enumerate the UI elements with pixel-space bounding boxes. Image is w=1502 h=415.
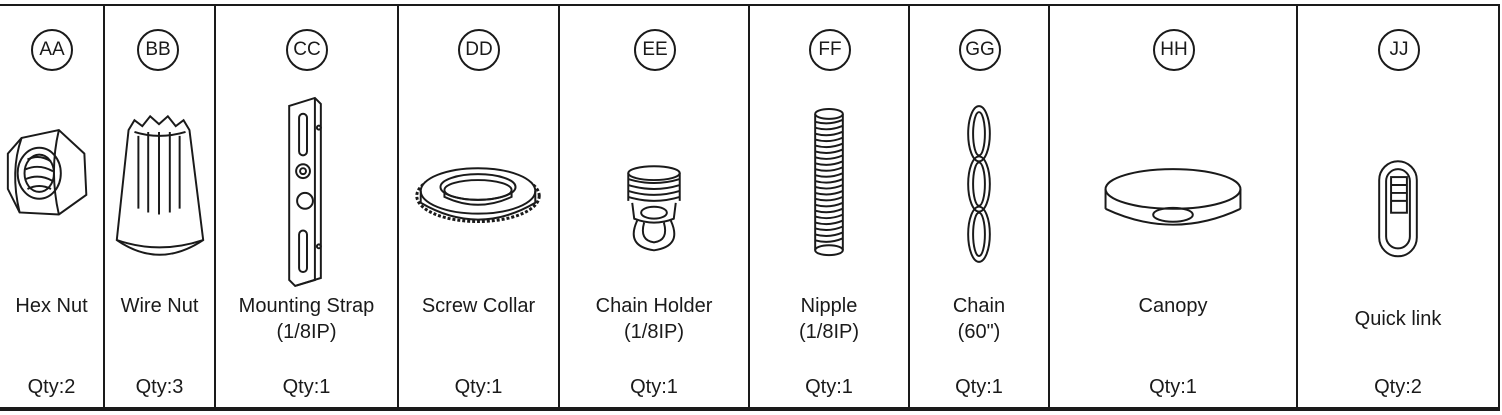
part-spec: (1/8IP)	[623, 321, 685, 343]
part-code-badge: BB	[137, 29, 179, 71]
part-name: Chain	[952, 295, 1006, 317]
part-code-badge: GG	[959, 29, 1001, 71]
part-name: Wire Nut	[120, 295, 199, 317]
hex-nut-icon	[0, 91, 103, 281]
part-name: Mounting Strap	[238, 295, 375, 317]
part-cell-dd: DD Screw Collar Qty:1	[399, 6, 560, 407]
part-name: Hex Nut	[15, 295, 88, 317]
table-bottom-rule	[0, 409, 1500, 411]
part-cell-ee: EE Chain Holder (1/8IP) Qty:1	[560, 6, 750, 407]
part-cell-gg: GG Chain (60") Qty:1	[910, 6, 1050, 407]
part-quantity: Qty:1	[630, 376, 678, 398]
canopy-icon	[1050, 91, 1296, 281]
part-quantity: Qty:1	[282, 376, 331, 398]
part-name: Quick link	[1354, 308, 1442, 330]
part-quantity: Qty:2	[27, 376, 76, 398]
chain-holder-icon	[560, 91, 748, 281]
part-cell-bb: BB Wire Nut Qty:3	[105, 6, 216, 407]
quick-link-icon	[1298, 91, 1498, 281]
part-name: Screw Collar	[421, 295, 536, 317]
part-cell-hh: HH Canopy Qty:1	[1050, 6, 1298, 407]
part-code-badge: HH	[1153, 29, 1195, 71]
part-spec: (1/8IP)	[276, 321, 337, 343]
part-name: Nipple	[800, 295, 858, 317]
part-cell-aa: AA Hex Nut Qty:2	[0, 6, 105, 407]
part-code-badge: JJ	[1378, 29, 1420, 71]
part-cell-jj: JJ Quick link Qty:2	[1298, 6, 1500, 407]
mounting-strap-icon	[216, 91, 397, 288]
part-code-badge: EE	[634, 29, 676, 71]
part-quantity: Qty:1	[454, 376, 503, 398]
part-spec: (1/8IP)	[798, 321, 860, 343]
screw-collar-icon	[399, 91, 558, 281]
part-spec: (60")	[957, 321, 1001, 343]
wire-nut-icon	[105, 91, 214, 281]
part-quantity: Qty:2	[1374, 376, 1422, 398]
nipple-icon	[750, 91, 908, 281]
part-name: Chain Holder	[595, 295, 713, 317]
part-code-badge: CC	[286, 29, 328, 71]
part-name: Canopy	[1138, 295, 1208, 317]
chain-icon	[910, 91, 1048, 281]
part-cell-cc: CC Mounting Strap (1/8IP) Qty:1	[216, 6, 399, 407]
part-code-badge: AA	[31, 29, 73, 71]
part-code-badge: DD	[458, 29, 500, 71]
part-cell-ff: FF Nipple (1/8IP) Qty:1	[750, 6, 910, 407]
part-code-badge: FF	[809, 29, 851, 71]
part-quantity: Qty:1	[1149, 376, 1197, 398]
part-quantity: Qty:3	[135, 376, 184, 398]
table-frame	[0, 4, 1500, 409]
part-quantity: Qty:1	[955, 376, 1003, 398]
part-quantity: Qty:1	[805, 376, 853, 398]
